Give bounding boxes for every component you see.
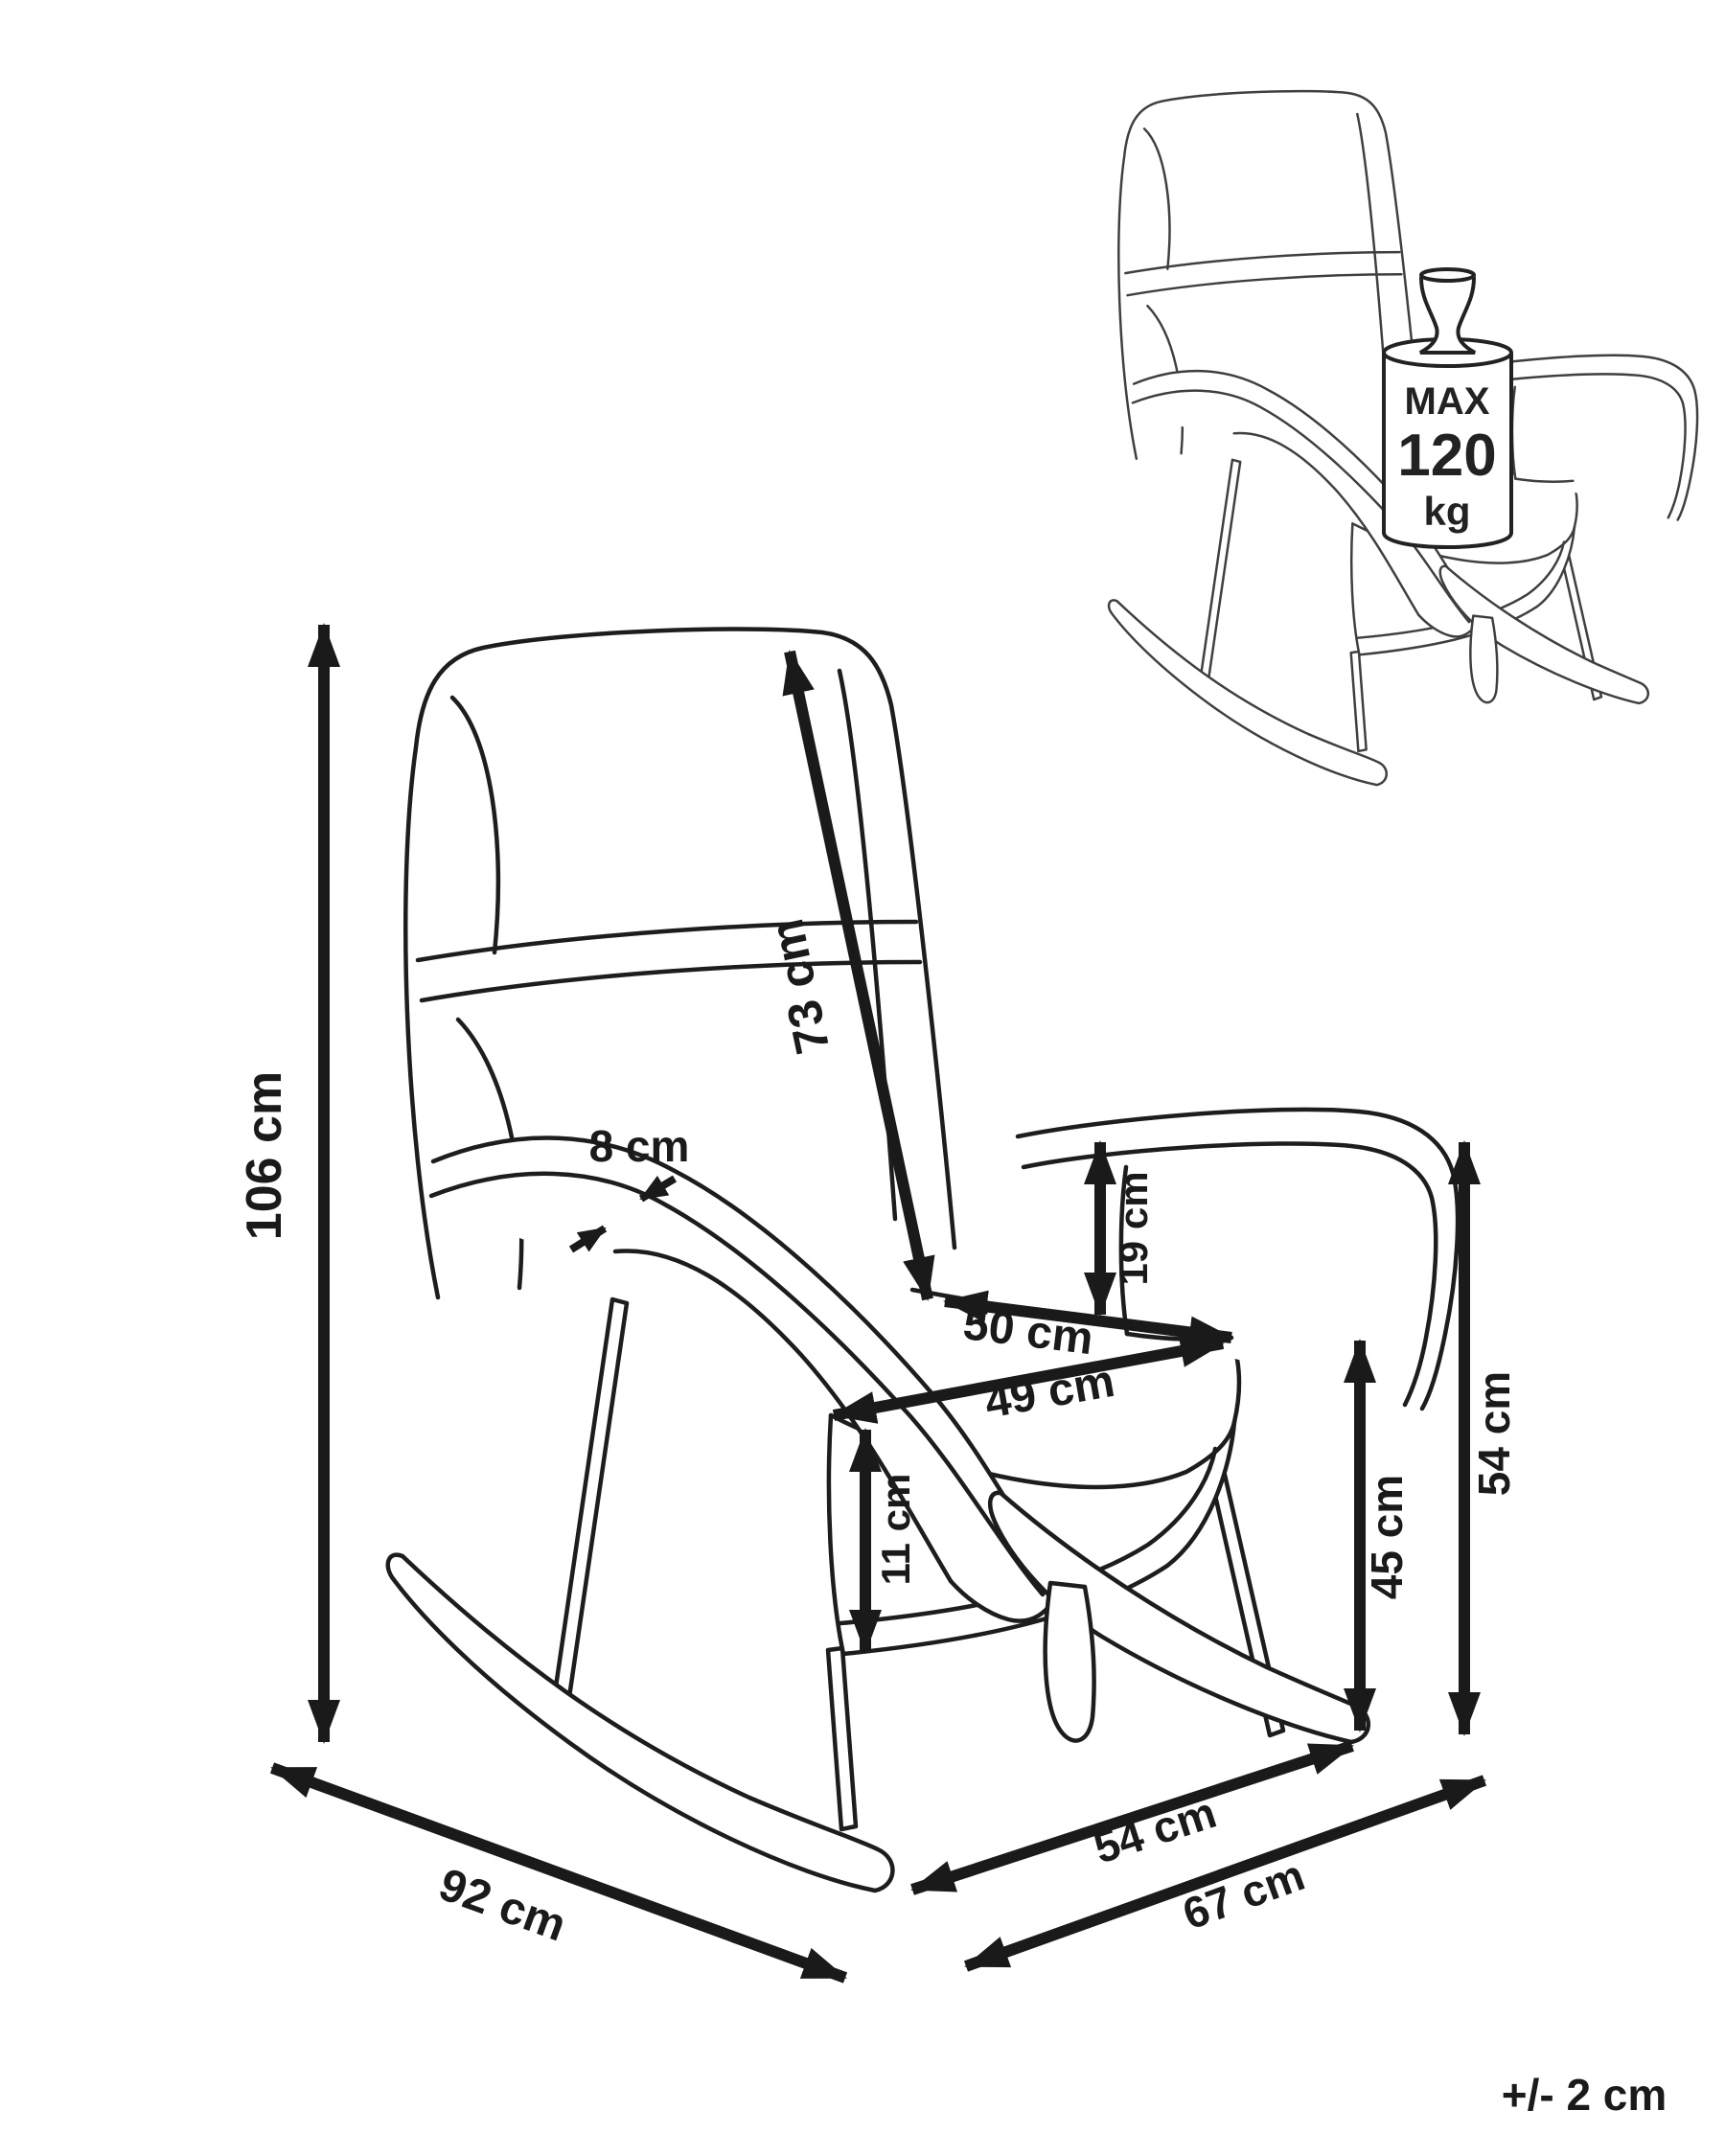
max-load-unit: kg — [1423, 489, 1470, 534]
weight-cylinder-body — [1382, 353, 1513, 549]
dim-cushion-thickness-label: 11 cm — [873, 1474, 918, 1586]
max-load-label: MAX — [1405, 380, 1490, 423]
dim-seat-width-back-arrow — [943, 1290, 1233, 1349]
dim-total-height-label: 106 cm — [237, 1071, 292, 1240]
dim-base-depth-arrow — [963, 1775, 1487, 1972]
dim-armrest-floor-height-label: 54 cm — [1469, 1371, 1519, 1496]
dim-seat-height-label: 45 cm — [1362, 1475, 1412, 1599]
weight-knob-top — [1419, 267, 1476, 283]
dim-rocker-spacing-label: 54 cm — [1088, 1787, 1222, 1873]
dim-total-depth-arrow — [269, 1762, 848, 1984]
dim-armrest-thickness-label: 8 cm — [589, 1121, 690, 1171]
dim-armrest-height-label: 19 cm — [1111, 1171, 1156, 1285]
dimension-arrows — [269, 623, 1487, 1984]
dim-armrest-thickness-arrow-upper — [638, 1175, 678, 1203]
weight-icon — [1382, 267, 1513, 549]
tolerance-label: +/- 2 cm — [1502, 2070, 1668, 2120]
dim-seat-width-front-arrow — [832, 1335, 1225, 1424]
dim-backrest-arrow — [782, 650, 935, 1301]
dim-armrest-thickness-arrow-lower — [568, 1225, 608, 1253]
max-load-value: 120 — [1397, 423, 1496, 489]
